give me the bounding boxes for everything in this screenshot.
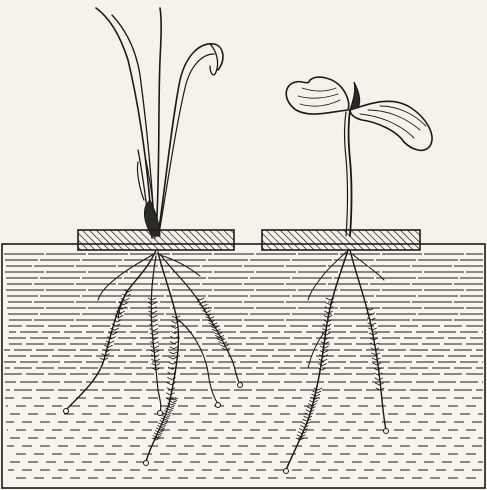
- water-tank: [2, 244, 485, 488]
- right-float: [262, 230, 420, 250]
- left-float: [78, 230, 234, 250]
- tank-outline: [2, 244, 485, 488]
